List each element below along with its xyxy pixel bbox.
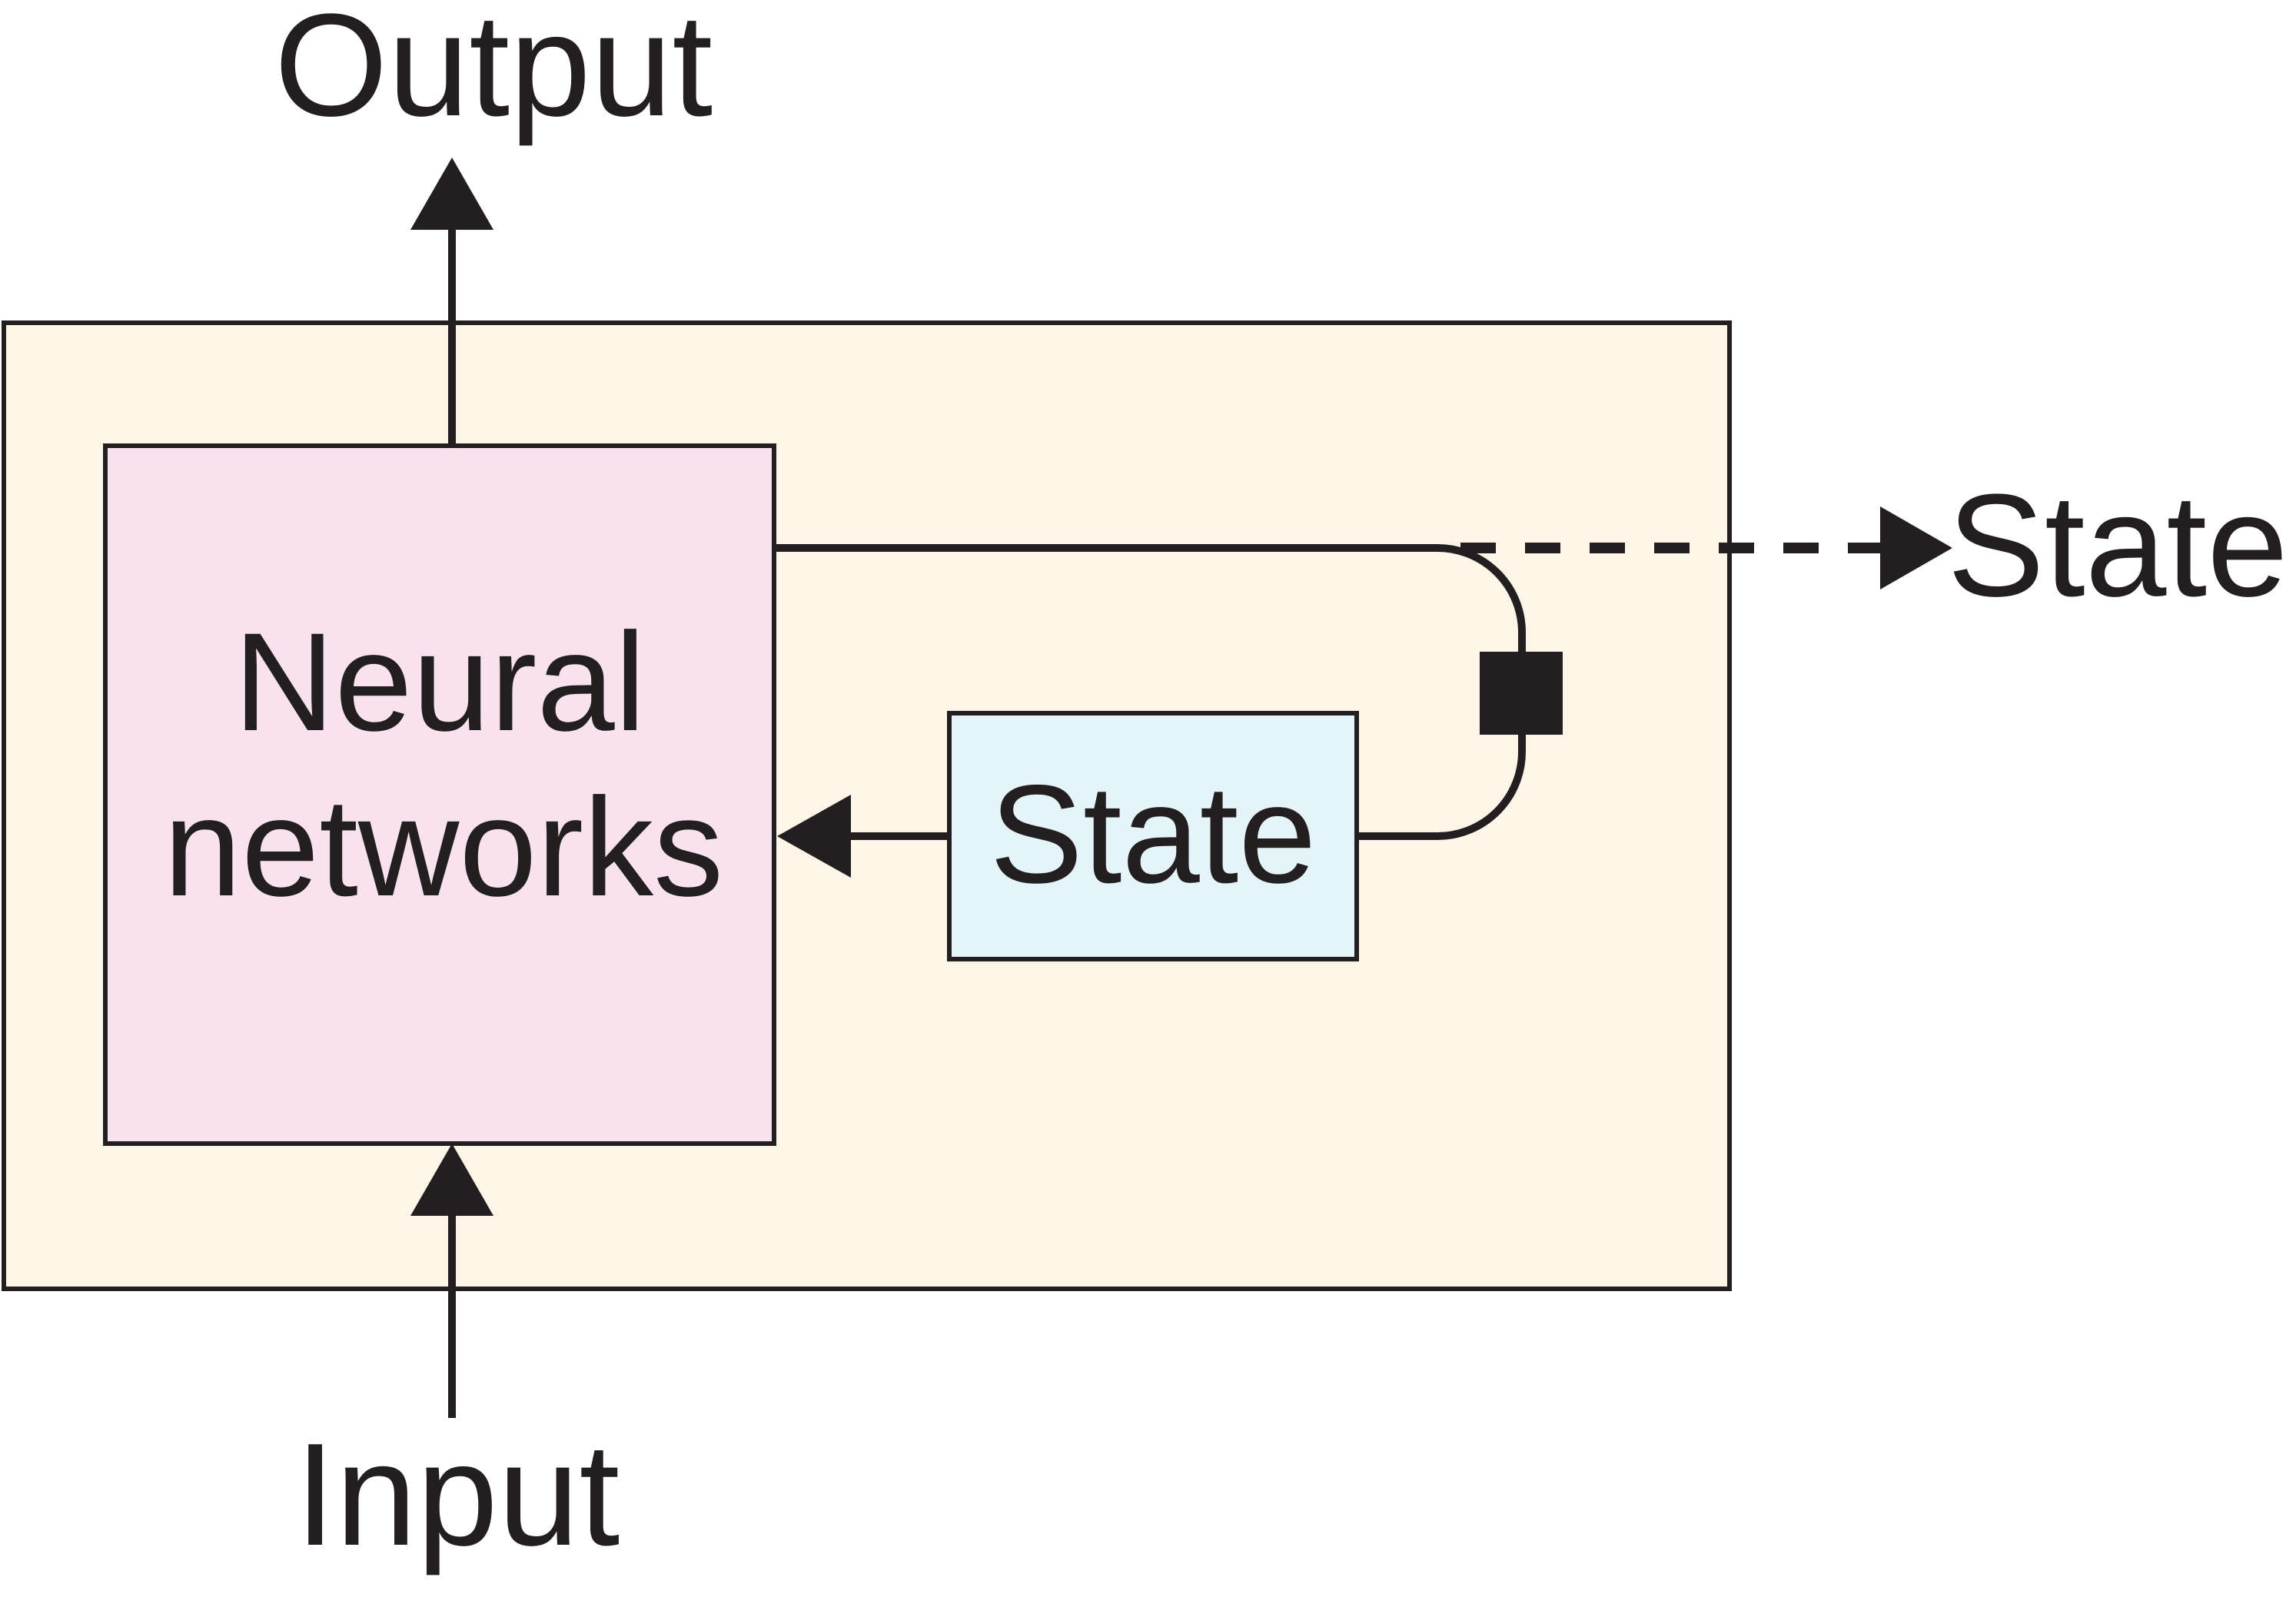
state-box [947,711,1359,961]
output-arrowhead [410,158,493,230]
external-state-label: State [1947,464,2288,627]
delay-marker [1480,652,1563,735]
state-to-nn-arrowhead [777,795,851,878]
output-label: Output [274,0,713,147]
nn-label-line1: Neural [234,603,646,760]
external-state-arrowhead [1880,506,1952,589]
state-box-label: State [990,755,1317,912]
nn-label-line2: networks [164,769,723,925]
input-arrowhead [410,1144,493,1216]
neural-network-box [103,443,776,1146]
input-label: Input [295,1413,620,1576]
